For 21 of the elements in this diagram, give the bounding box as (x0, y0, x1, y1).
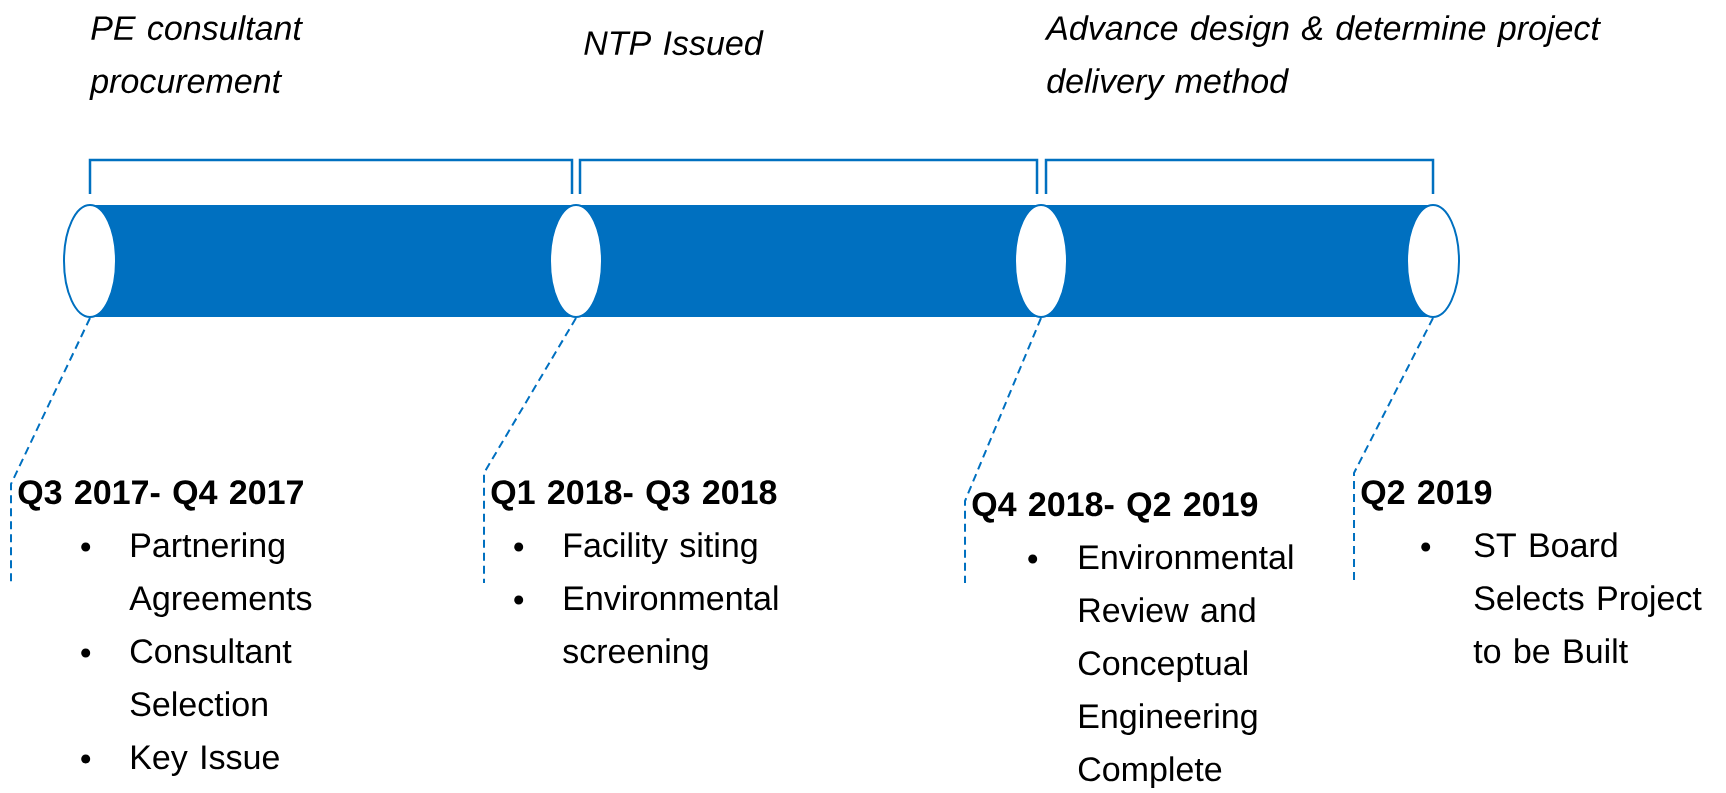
bullet-item: Environmental Review and Conceptual Engineering Complete (1028, 544, 1293, 788)
phase-label: Advance design & determine project delivery method (1044, 15, 1602, 100)
ellipse-marker (1406, 204, 1460, 318)
leader-line (483, 317, 577, 584)
bullet-item: Consultant Selection (81, 638, 292, 717)
bullet-item: Key Issue (81, 745, 279, 776)
ellipse-marker (549, 204, 603, 318)
bullet-item: Environmental screening (514, 585, 778, 670)
ellipse-marker (1014, 204, 1068, 318)
bullet-item: Facility siting (514, 532, 757, 564)
date-heading: Q1 2018- Q3 2018 (491, 480, 777, 511)
date-heading: Q4 2018- Q2 2019 (972, 492, 1258, 523)
bullet-item: Partnering Agreements (81, 532, 312, 617)
date-heading: Q2 2019 (1361, 480, 1492, 511)
date-heading: Q3 2017- Q4 2017 (18, 480, 303, 511)
phase-label: PE consultant procurement (89, 15, 304, 100)
ellipse-marker (63, 204, 117, 318)
leader-line (964, 317, 1042, 584)
leader-line (10, 317, 91, 584)
bullet-item: ST Board Selects Project to be Built (1421, 532, 1702, 664)
phase-label: NTP Issued (584, 30, 764, 56)
